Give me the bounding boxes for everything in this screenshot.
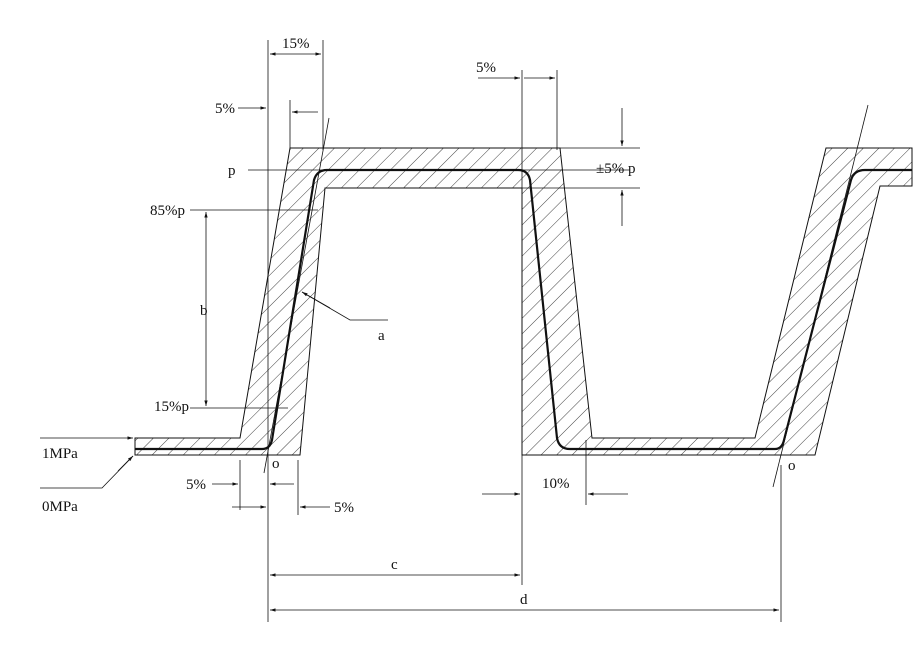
label-10pct: 10% [542, 476, 570, 492]
label-5pct-left-top: 5% [215, 101, 235, 117]
label-85p: 85%p [150, 203, 185, 219]
label-0mpa: 0MPa [42, 499, 78, 515]
label-pm5p: ±5% p [596, 161, 635, 177]
label-b: b [200, 303, 208, 319]
label-o-left: o [272, 456, 280, 472]
pressure-curve-a [135, 168, 912, 451]
leader-a-arrow [301, 291, 331, 309]
slope-reference-left [263, 117, 330, 474]
label-5pct-bottom-left: 5% [186, 477, 206, 493]
label-5pct-right-top: 5% [476, 60, 496, 76]
label-15pct-top: 15% [282, 36, 310, 52]
label-d: d [520, 592, 528, 608]
label-1mpa: 1MPa [42, 446, 78, 462]
label-p: p [228, 163, 236, 179]
label-c: c [391, 557, 398, 573]
label-5pct-bottom-right: 5% [334, 500, 354, 516]
tolerance-band-left [134, 147, 913, 456]
label-o-right: o [788, 458, 796, 474]
arrow-0mpa [117, 455, 134, 472]
label-a: a [378, 328, 385, 344]
slope-reference-right [772, 104, 869, 488]
label-15p: 15%p [154, 399, 189, 415]
